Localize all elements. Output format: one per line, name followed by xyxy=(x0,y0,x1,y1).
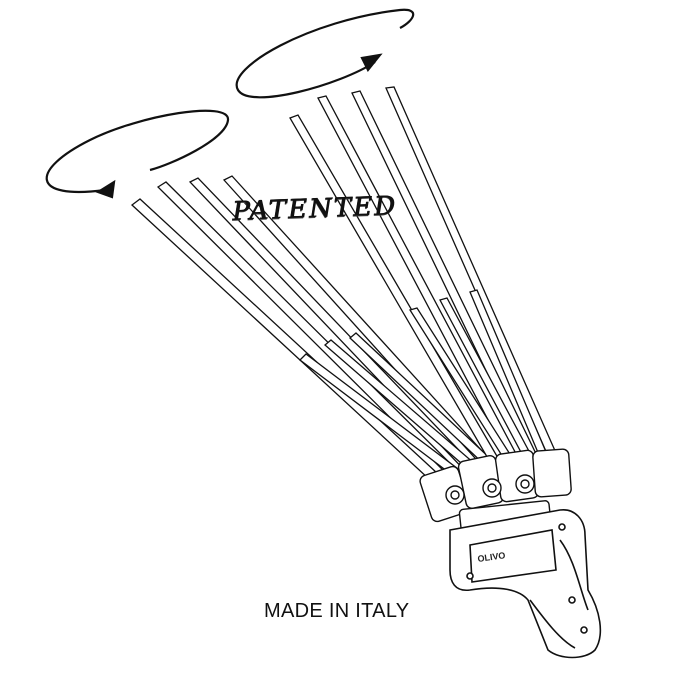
patented-label: PATENTED xyxy=(231,191,398,227)
brand-label: OLIVO xyxy=(477,550,506,564)
rods-right-group xyxy=(289,86,561,475)
rotation-arrow-right-icon xyxy=(235,8,415,99)
rods-left-group xyxy=(130,175,495,492)
made-in-italy-label: MADE IN ITALY xyxy=(264,600,410,622)
handle-body xyxy=(449,509,602,659)
rotation-arrow-left-icon xyxy=(45,109,230,199)
